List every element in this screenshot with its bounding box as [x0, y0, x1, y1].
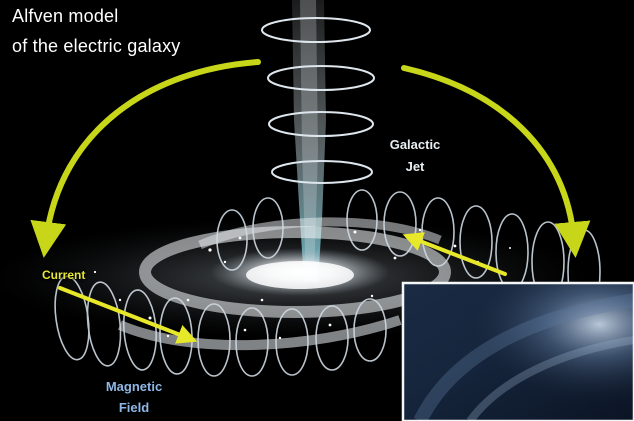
galaxy-disk	[118, 217, 451, 351]
galaxy-photo-inset	[401, 281, 634, 421]
diagram-title-line-1: Alfven model	[12, 6, 119, 26]
star-field	[59, 228, 511, 340]
current-arrow-right	[402, 232, 507, 276]
magnetic-field-label: Magnetic Field	[105, 379, 163, 415]
jet-rings	[261, 17, 375, 184]
diagram-title-line-2: of the electric galaxy	[12, 36, 181, 56]
current-label: Current	[42, 268, 86, 282]
right-circulation-arrow	[401, 65, 591, 258]
galactic-jet-label: Galactic Jet	[389, 137, 441, 174]
galactic-jet	[292, 0, 326, 282]
left-circulation-arrow	[30, 59, 261, 258]
current-arrow-left	[58, 286, 198, 344]
